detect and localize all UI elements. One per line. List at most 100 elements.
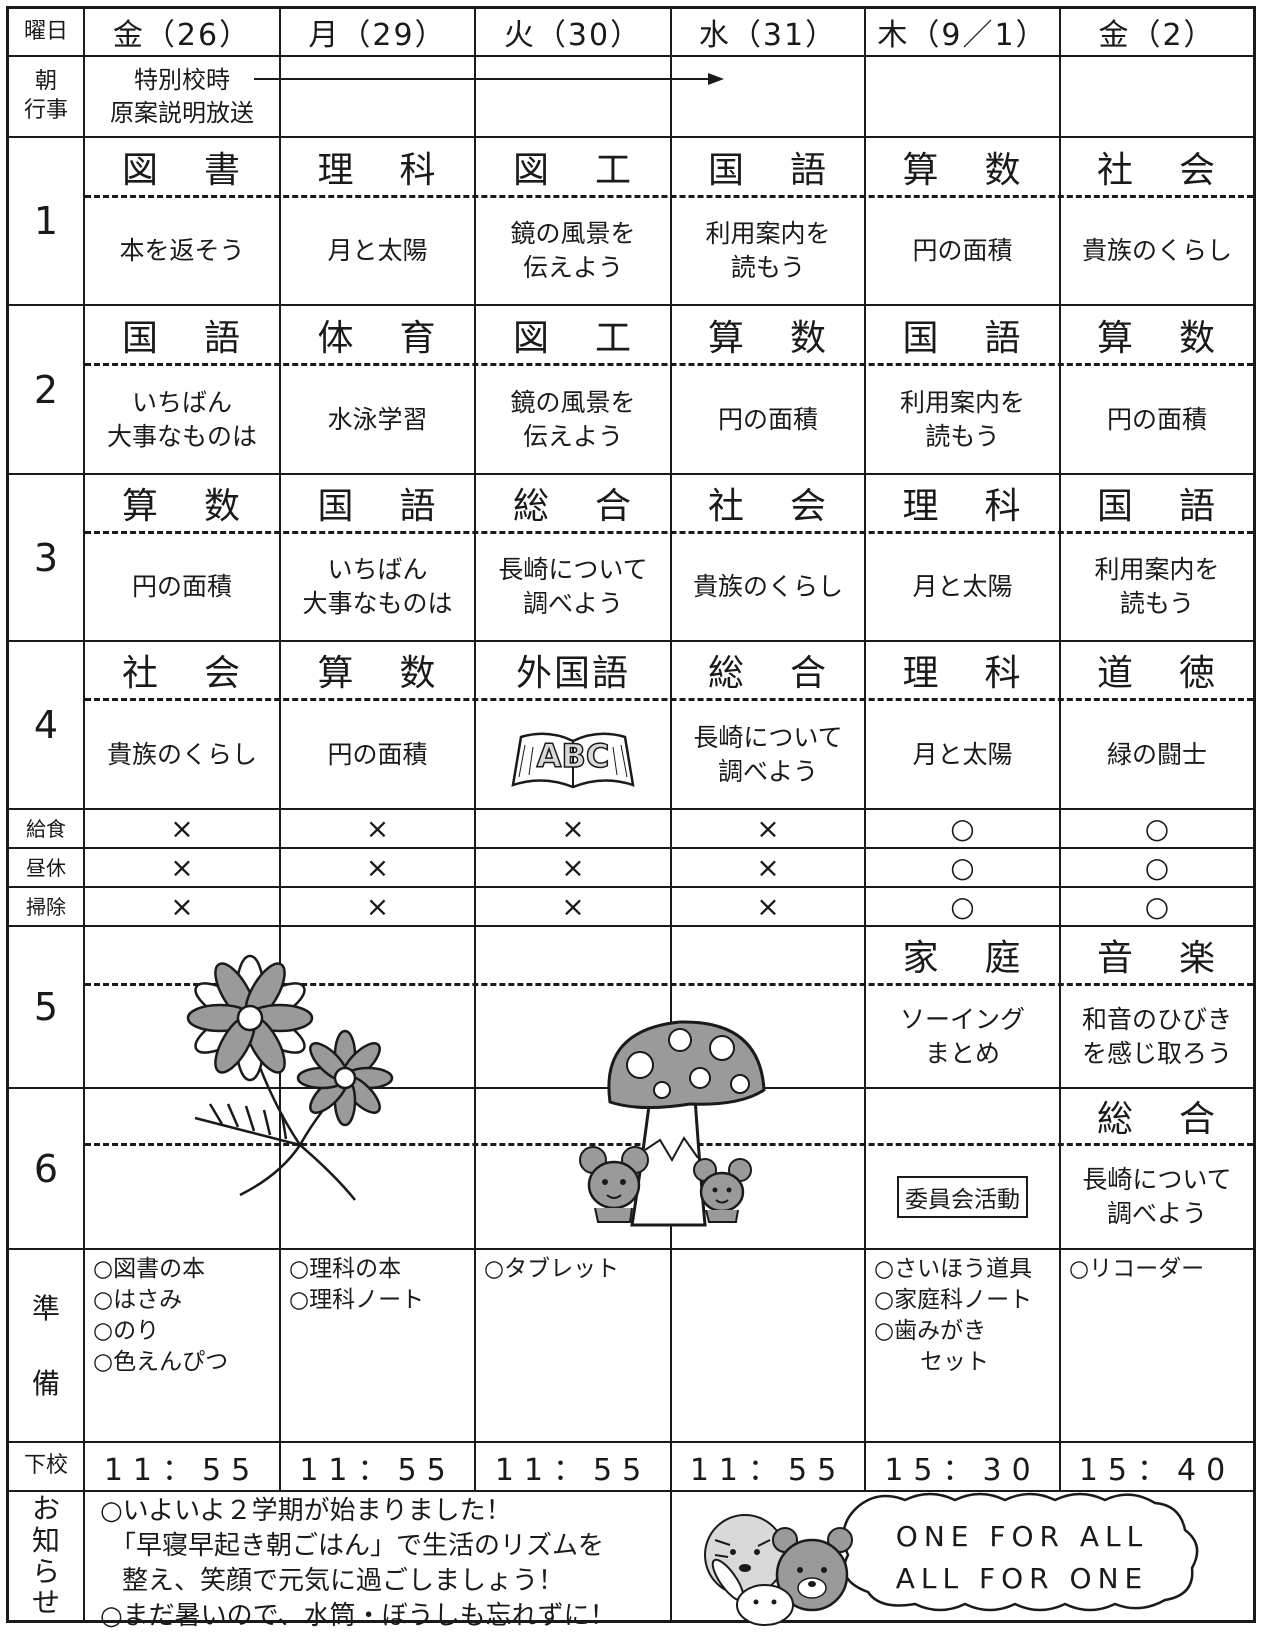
topic-cell: 貴族のくらし [672, 534, 864, 640]
notice-line: 「早寝早起き朝ごはん」で生活のリズムを [110, 1531, 605, 1561]
topic-cell: 水泳学習 [281, 366, 474, 473]
topic-line: 伝えよう [522, 421, 623, 451]
grid-hline [6, 136, 1256, 138]
day-header-mon29: 月（29） [308, 18, 447, 53]
period-number-4: 4 [33, 703, 59, 747]
subject-char: 図 [512, 149, 551, 191]
day-header-tue30: 火（30） [503, 18, 643, 53]
subject-char: 国 [121, 317, 160, 359]
topic-line: 円の面積 [717, 404, 818, 434]
grid-vline [83, 6, 85, 1623]
grid-hline [6, 55, 1256, 57]
subject-char: 合 [595, 486, 634, 527]
subject-char: 総 [512, 486, 551, 527]
subject-char: 語 [204, 317, 243, 359]
subject-char: 科 [984, 653, 1023, 694]
subject-cell: 外国語 [476, 642, 670, 698]
subject-char: 図 [121, 149, 160, 191]
subject-cell: 総合 [672, 642, 864, 698]
subject-char: 科 [984, 486, 1023, 527]
subject-char: 語 [984, 317, 1023, 359]
dash-separator [85, 363, 1253, 366]
subject-cell: 国語 [1061, 475, 1253, 531]
topic-line: 月と太陽 [912, 739, 1013, 769]
subject-cell: 社会 [672, 475, 864, 531]
topic-line: 大事なものは [302, 589, 453, 618]
day-header-wed31: 水（31） [698, 18, 838, 53]
topic-line: 貴族のくらし [692, 572, 843, 602]
p6-thu-committee: 委員会活動 [866, 1146, 1059, 1248]
grid-hline [6, 1441, 1256, 1443]
subject-cell: 算数 [1061, 306, 1253, 363]
subject-char: 書 [204, 149, 243, 191]
topic-cell: 本を返そう [85, 198, 279, 304]
subject-char: 総 [707, 653, 746, 694]
activity-mark: × [561, 812, 585, 845]
grid-hline [6, 886, 1256, 888]
topic-line: 読もう [1119, 589, 1195, 618]
morning-label-line1: 朝 [34, 68, 57, 94]
morning-label: 朝 行事 [9, 57, 83, 136]
subject-char: 道 [1096, 653, 1135, 694]
topic-cell: いちばん大事なものは [281, 534, 474, 640]
subject-cell: 理科 [866, 475, 1059, 531]
subject-cell: 理科 [281, 138, 474, 195]
topic-line: 水泳学習 [327, 404, 428, 434]
activity-mark: × [561, 851, 585, 884]
subject-cell: 国語 [866, 306, 1059, 363]
prep-item: ○理科ノート [289, 1287, 425, 1313]
grid-vline [279, 6, 281, 136]
subject-char: 科 [399, 149, 438, 191]
topic-cell: 円の面積 [281, 701, 474, 808]
activity-mark: ○ [1144, 890, 1170, 923]
morning-label-line2: 行事 [23, 97, 68, 123]
subject-cell: 算数 [85, 475, 279, 531]
grid-hline [6, 640, 1256, 642]
grid-hline [6, 808, 1256, 810]
topic-line: 円の面積 [1106, 404, 1207, 434]
grid-vline [864, 6, 866, 1491]
p5-fri-subject: 音楽 [1096, 938, 1218, 979]
subject-cell: 図工 [476, 306, 670, 363]
subject-cell: 道徳 [1061, 642, 1253, 698]
grid-vline [279, 136, 281, 1491]
topic-cell: 月と太陽 [866, 534, 1059, 640]
prep-item: ○理科の本 [289, 1256, 402, 1282]
activity-mark: ○ [1144, 851, 1170, 884]
dash-separator [85, 531, 1253, 534]
activity-label: 昼休 [26, 855, 66, 880]
subject-char: 理 [317, 149, 356, 191]
dash-separator [85, 983, 1253, 986]
subject-char: 外国語 [515, 653, 630, 694]
topic-line: 円の面積 [131, 572, 232, 602]
subject-char: 会 [204, 653, 243, 694]
period-number-2: 2 [33, 367, 59, 412]
committee-box: 委員会活動 [897, 1176, 1028, 1218]
dismissal-time: 11：55 [299, 1452, 456, 1488]
prep-list: ○図書の本○はさみ○のり○色えんぴつ [93, 1254, 277, 1378]
subject-char: 数 [1179, 317, 1218, 359]
activity-mark: ○ [950, 890, 975, 923]
subject-char: 理 [902, 486, 941, 527]
topic-cell: 円の面積 [85, 534, 279, 640]
topic-line: 伝えよう [522, 253, 623, 282]
flower-small [296, 1029, 394, 1127]
grid-hline [6, 304, 1256, 306]
subject-char: 算 [707, 317, 746, 359]
topic-line: いちばん [131, 387, 232, 417]
day-header-thu1: 木（9／1） [877, 18, 1048, 53]
mouse-left [579, 1146, 649, 1223]
period-number-1: 1 [33, 199, 59, 243]
subject-cell: 国語 [672, 138, 864, 195]
activity-mark: × [170, 851, 194, 884]
activity-mark: × [170, 812, 194, 845]
mouse-right [693, 1158, 752, 1223]
topic-line: 貴族のくらし [1081, 236, 1232, 266]
subject-cell: 理科 [866, 642, 1059, 698]
dismissal-time: 15：30 [884, 1452, 1041, 1488]
subject-cell: 国語 [281, 475, 474, 531]
topic-cell: 利用案内を読もう [672, 198, 864, 304]
topic-cell: 利用案内を読もう [1061, 534, 1253, 640]
subject-char: 算 [1096, 317, 1135, 359]
subject-char: 国 [1096, 486, 1135, 527]
